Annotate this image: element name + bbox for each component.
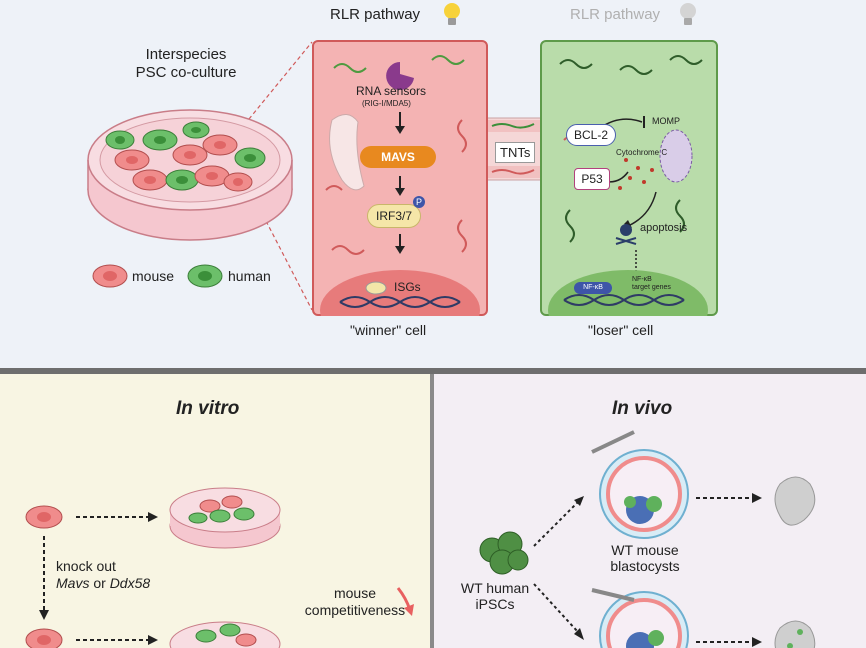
knockout-or: or bbox=[89, 575, 110, 591]
ipsc-label: WT human iPSCs bbox=[450, 580, 540, 612]
knockout-line1: knock out bbox=[56, 558, 116, 574]
nfkb-targets-line2: target genes bbox=[632, 284, 671, 291]
gene-mavs: Mavs bbox=[56, 575, 90, 591]
blastocyst-icon bbox=[599, 449, 689, 539]
rna-sensors-sub-label: (RIG-I/MDA5) bbox=[362, 99, 411, 108]
ipsc-line2: iPSCs bbox=[475, 596, 515, 612]
legend-human-label: human bbox=[228, 268, 271, 284]
rna-sensor-icon bbox=[386, 62, 414, 90]
p53-pill: P53 bbox=[574, 168, 610, 190]
blastocyst-label: WT mouse blastocysts bbox=[590, 542, 700, 574]
nfkb-targets-line1: NF-κB bbox=[632, 276, 652, 283]
coculture-cells bbox=[105, 121, 266, 192]
knockout-line2: Mavs or Ddx58 bbox=[56, 575, 150, 592]
phospho-badge: P bbox=[413, 196, 425, 208]
mitochondrion-icon bbox=[329, 114, 365, 191]
micropipette bbox=[591, 430, 635, 454]
winner-nucleus bbox=[320, 270, 480, 316]
gene-ddx58: Ddx58 bbox=[109, 575, 151, 591]
ipsc-cluster-icon bbox=[479, 531, 529, 575]
apoptosis-label: apoptosis bbox=[640, 222, 688, 234]
loser-caption: "loser" cell bbox=[588, 322, 654, 338]
in-vitro-illustration bbox=[25, 487, 414, 648]
tnts-label: TNTs bbox=[495, 142, 536, 163]
legend-mouse-label: mouse bbox=[132, 268, 175, 284]
in-vivo-illustration bbox=[479, 430, 816, 648]
rlr-active-label: RLR pathway bbox=[330, 6, 421, 23]
knockout-mouse-cell-icon bbox=[25, 628, 63, 648]
coculture-title: Interspecies PSC co-culture bbox=[126, 46, 246, 82]
loser-nucleus bbox=[548, 270, 708, 316]
nfkb-targets-label: NF-κB target genes bbox=[632, 276, 671, 292]
skull-icon bbox=[620, 224, 632, 236]
legend-human-cell-icon bbox=[187, 264, 223, 288]
competitiveness-line1: mouse bbox=[333, 585, 377, 601]
mouse-competitiveness-label: mouse competitiveness bbox=[300, 585, 410, 619]
lightbulb-on-icon bbox=[444, 3, 460, 25]
cytochrome-c-label: Cytochrome C bbox=[616, 148, 668, 157]
momp-label: MOMP bbox=[652, 116, 680, 126]
nfkb-pill: NF-κB bbox=[574, 282, 612, 294]
rna-sensors-label: RNA sensors bbox=[356, 84, 427, 98]
bcl2-pill: BCL-2 bbox=[566, 124, 616, 146]
blastocyst-line2: blastocysts bbox=[610, 558, 680, 574]
coculture-title-line1: Interspecies bbox=[145, 46, 227, 63]
top-illustration bbox=[87, 41, 543, 311]
vertical-divider bbox=[430, 374, 434, 648]
ipsc-line1: WT human bbox=[460, 580, 530, 596]
legend-mouse-cell-icon bbox=[92, 264, 128, 288]
blastocyst-chimera-icon bbox=[599, 591, 689, 648]
lightbulb-off-icon bbox=[680, 3, 696, 25]
winner-cell-illustration bbox=[320, 55, 480, 316]
horizontal-divider bbox=[0, 368, 866, 374]
mavs-pill: MAVS bbox=[360, 146, 436, 168]
mitochondrion-icon bbox=[659, 129, 693, 183]
irf-pill: IRF3/7 bbox=[367, 204, 421, 228]
loser-cell-illustration bbox=[548, 55, 708, 316]
embryo-icon bbox=[774, 476, 816, 526]
zoom-line-top bbox=[239, 41, 313, 131]
petri-dish-knockout-icon bbox=[169, 621, 281, 648]
competitiveness-line2: competitiveness bbox=[304, 602, 406, 618]
blastocyst-line1: WT mouse bbox=[611, 542, 679, 558]
mouse-cell-icon bbox=[25, 505, 63, 529]
petri-dish-icon bbox=[169, 487, 281, 549]
in-vitro-title: In vitro bbox=[176, 398, 240, 419]
rlr-inactive-label: RLR pathway bbox=[570, 6, 661, 23]
winner-caption: "winner" cell bbox=[350, 322, 427, 338]
in-vivo-title: In vivo bbox=[612, 398, 673, 419]
knockout-label: knock out Mavs or Ddx58 bbox=[56, 558, 150, 592]
coculture-title-line2: PSC co-culture bbox=[135, 64, 237, 81]
isgs-label: ISGs bbox=[394, 280, 421, 294]
chimeric-embryo-icon bbox=[774, 620, 816, 648]
